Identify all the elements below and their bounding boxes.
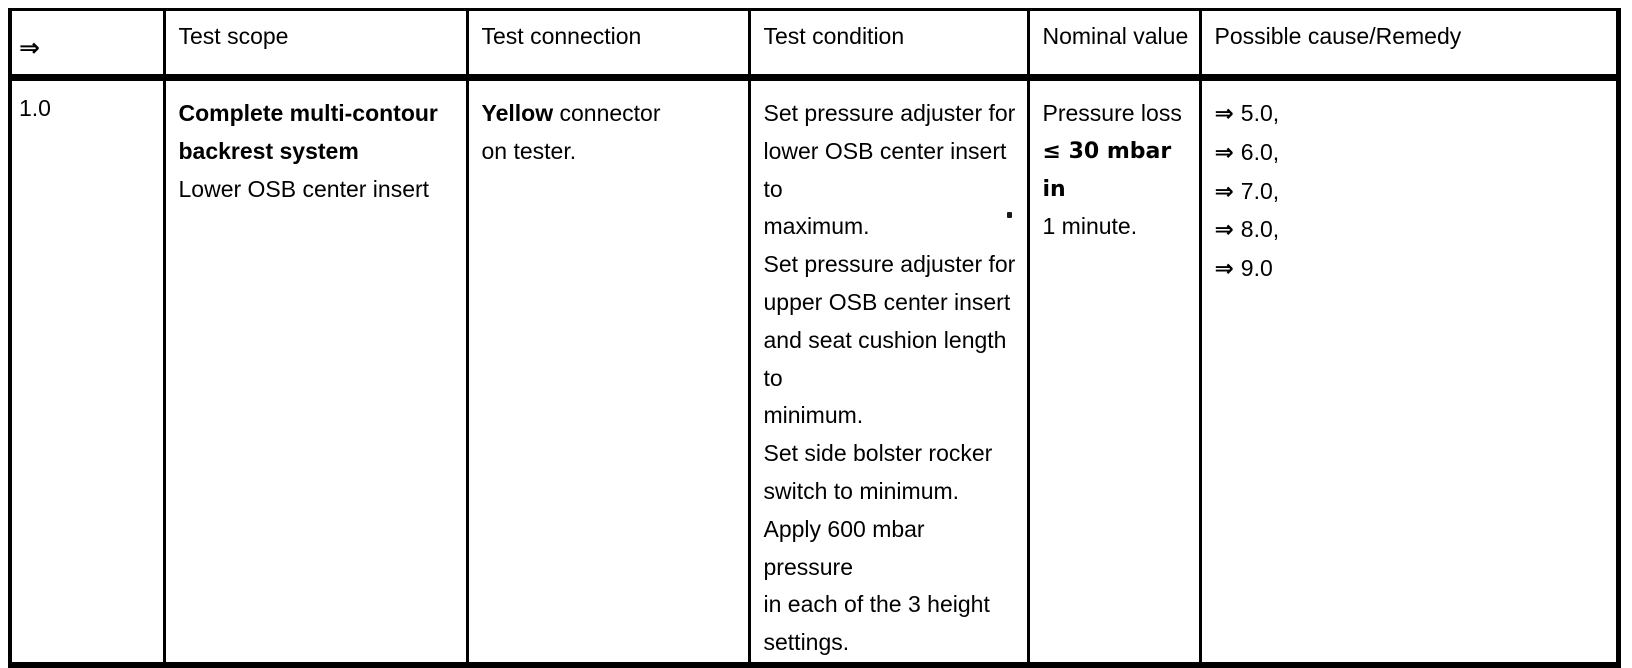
cell-test-connection: Yellow connector on tester. xyxy=(467,77,751,665)
remedy-item: ⇒5.0, xyxy=(1215,95,1606,134)
column-header-test-condition: Test condition xyxy=(749,9,1030,81)
column-header-possible-cause-remedy: Possible cause/Remedy xyxy=(1200,9,1618,81)
test-condition-line: Set pressure adjuster for xyxy=(763,100,1016,126)
remedy-reference: 7.0, xyxy=(1240,177,1280,204)
test-condition-line: Set side bolster rocker xyxy=(763,440,993,467)
remedy-reference: 9.0 xyxy=(1240,255,1273,282)
header-row: ⇒ Test scope Test connection Test condit… xyxy=(10,9,1618,81)
test-condition-line: Apply 600 mbar pressure xyxy=(763,515,925,580)
test-condition-line: upper OSB center insert xyxy=(763,288,1011,315)
double-arrow-icon: ⇒ xyxy=(19,33,40,62)
test-condition-line: lower OSB center insert to xyxy=(763,137,1007,202)
test-scope-subtitle: Lower OSB center insert xyxy=(178,175,430,202)
test-scope-title: Complete multi-contour backrest system xyxy=(178,100,438,164)
column-header-nominal-value: Nominal value xyxy=(1028,9,1202,81)
remedy-item: ⇒8.0, xyxy=(1215,211,1606,250)
test-condition-line: Set pressure adjuster for xyxy=(763,251,1016,278)
test-condition-line: minimum. xyxy=(763,402,864,429)
column-header-test-scope: Test scope xyxy=(164,9,469,81)
remedy-reference: 6.0, xyxy=(1240,138,1280,165)
test-connection-emphasis: Yellow xyxy=(481,100,554,126)
nominal-value-line: Pressure loss xyxy=(1042,100,1182,126)
test-condition-line: settings. xyxy=(763,629,850,656)
double-arrow-icon: ⇒ xyxy=(1214,101,1234,127)
table-body: 1.0 Complete multi-contour backrest syst… xyxy=(10,77,1618,665)
test-condition-line: and seat cushion length to xyxy=(763,326,1007,391)
nominal-value-line: ≤ 30 mbar in xyxy=(1042,138,1172,202)
remedy-item: ⇒9.0 xyxy=(1215,250,1606,289)
test-condition-line: in each of the 3 height xyxy=(763,591,990,618)
table-row: 1.0 Complete multi-contour backrest syst… xyxy=(10,77,1618,665)
remedy-item: ⇒7.0, xyxy=(1215,173,1606,212)
cell-test-condition: Set pressure adjuster for lower OSB cent… xyxy=(749,77,1030,665)
cell-test-scope: Complete multi-contour backrest system L… xyxy=(164,77,469,665)
double-arrow-icon: ⇒ xyxy=(1214,256,1234,283)
column-header-number: ⇒ xyxy=(10,9,166,81)
remedy-reference: 5.0, xyxy=(1240,100,1280,126)
scan-artifact xyxy=(1007,212,1012,218)
cell-step-number: 1.0 xyxy=(10,77,166,665)
test-condition-line: maximum. xyxy=(763,213,870,240)
remedy-item: ⇒6.0, xyxy=(1215,134,1606,173)
test-connection-line-2: on tester. xyxy=(481,137,577,164)
cell-nominal-value: Pressure loss ≤ 30 mbar in 1 minute. xyxy=(1028,77,1202,665)
double-arrow-icon: ⇒ xyxy=(1214,178,1234,205)
double-arrow-icon: ⇒ xyxy=(1214,139,1234,166)
nominal-value-line: 1 minute. xyxy=(1042,213,1138,240)
double-arrow-icon: ⇒ xyxy=(1214,217,1234,244)
test-procedure-table: ⇒ Test scope Test connection Test condit… xyxy=(8,8,1621,668)
table-header: ⇒ Test scope Test connection Test condit… xyxy=(10,9,1618,81)
test-connection-line-1: Yellow connector xyxy=(482,95,738,133)
column-header-test-connection: Test connection xyxy=(467,9,751,81)
test-condition-line: switch to minimum. xyxy=(763,477,960,504)
remedy-reference: 8.0, xyxy=(1240,216,1280,243)
cell-possible-cause-remedy: ⇒5.0, ⇒6.0, ⇒7.0, ⇒8.0, ⇒9.0 xyxy=(1200,78,1618,665)
test-connection-line-1-rest: connector xyxy=(553,100,661,126)
document-page: ⇒ Test scope Test connection Test condit… xyxy=(8,8,1621,668)
